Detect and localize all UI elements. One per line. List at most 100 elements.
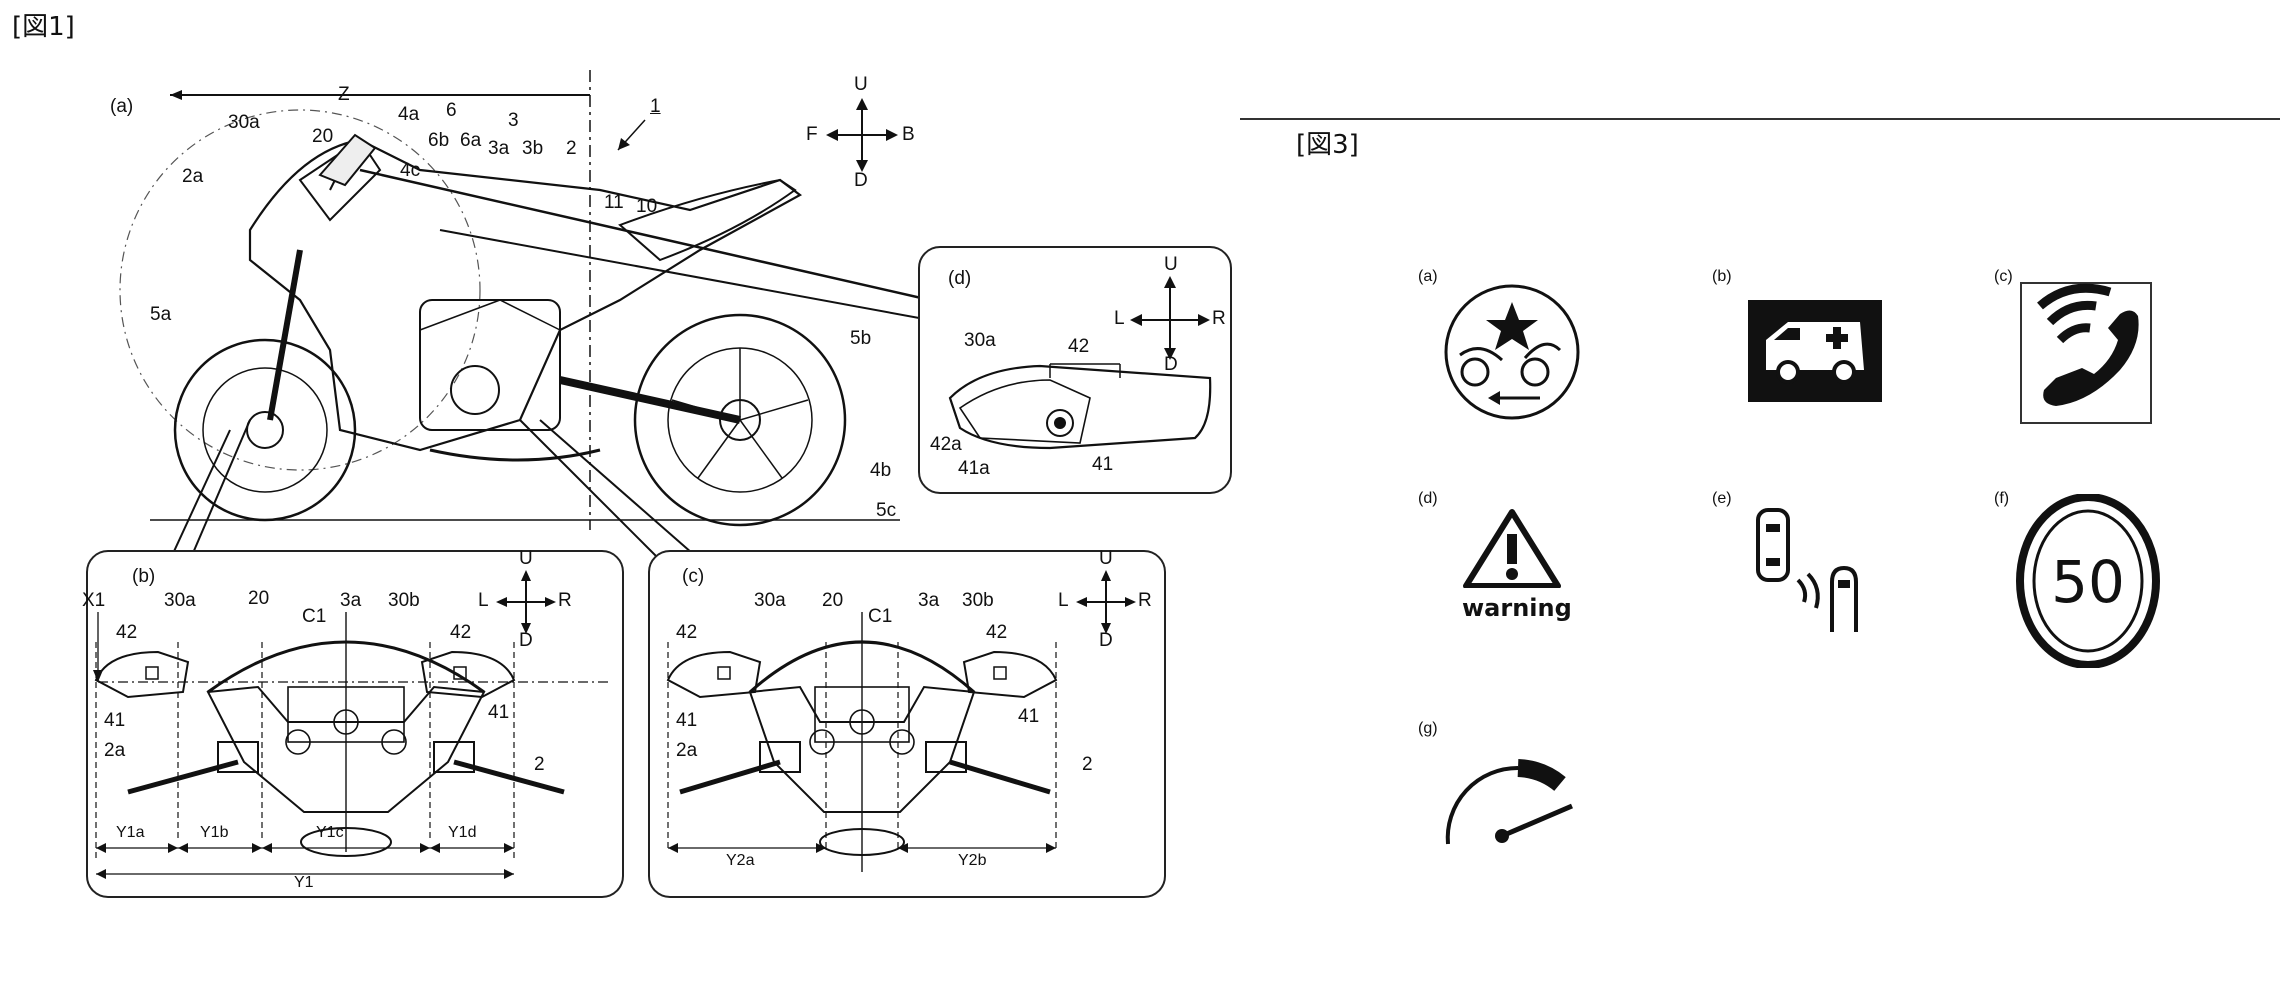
icon-f-tag: (f) xyxy=(1994,490,2010,507)
direction-right-label: R xyxy=(1138,590,1152,611)
label-41-right: 41 xyxy=(1018,706,1040,727)
label-41-left: 41 xyxy=(104,710,126,731)
label-y1: Y1 xyxy=(294,874,314,891)
label-5b: 5b xyxy=(850,328,872,349)
label-6a: 6a xyxy=(460,130,482,151)
label-2: 2 xyxy=(1082,754,1093,775)
label-c1: C1 xyxy=(868,606,893,627)
direction-down-label: D xyxy=(1164,354,1178,375)
icon-d-tag: (d) xyxy=(1418,490,1438,507)
label-5c: 5c xyxy=(876,500,897,521)
label-41-right: 41 xyxy=(488,702,510,723)
label-y2a: Y2a xyxy=(726,852,755,869)
label-x1: X1 xyxy=(82,590,106,611)
label-6: 6 xyxy=(446,100,457,121)
label-y1a: Y1a xyxy=(116,824,145,841)
panel-a-tag: (a) xyxy=(110,96,134,117)
figure1-panel-b: (b) xyxy=(82,548,624,898)
figure3-title: [図3] xyxy=(1296,130,1359,160)
label-20: 20 xyxy=(312,126,334,147)
label-3a: 3a xyxy=(918,590,940,611)
panel-b-tag: (b) xyxy=(132,566,156,587)
label-2a: 2a xyxy=(104,740,126,761)
warning-caption: warning xyxy=(1462,594,1572,622)
mirror-detail-drawing xyxy=(948,276,1212,450)
label-2: 2 xyxy=(534,754,545,775)
panel-d-tag: (d) xyxy=(948,268,972,289)
warning-icon xyxy=(1463,509,1561,588)
label-41a: 41a xyxy=(958,458,990,479)
direction-down-label: D xyxy=(854,170,868,191)
label-6b: 6b xyxy=(428,130,450,151)
label-4b: 4b xyxy=(870,460,892,481)
direction-up-label: U xyxy=(1164,254,1178,275)
label-42-left: 42 xyxy=(676,622,698,643)
label-20: 20 xyxy=(248,588,270,609)
label-41: 41 xyxy=(1092,454,1114,475)
direction-down-label: D xyxy=(519,630,533,651)
motorcycle-side-view xyxy=(119,70,931,560)
label-11: 11 xyxy=(604,192,624,213)
direction-front-label: F xyxy=(806,124,818,145)
direction-up-label: U xyxy=(1099,548,1113,569)
label-5a: 5a xyxy=(150,304,172,325)
label-c1: C1 xyxy=(302,606,327,627)
figure1-panel-d: (d) 30a 42 42a 41a 41 U D L R xyxy=(918,246,1232,494)
label-30a: 30a xyxy=(964,330,996,351)
label-2a: 2a xyxy=(676,740,698,761)
icon-g-tag: (g) xyxy=(1418,720,1438,737)
label-4c: 4c xyxy=(400,160,421,181)
label-30b: 30b xyxy=(962,590,994,611)
label-y1c: Y1c xyxy=(316,824,344,841)
label-42-left: 42 xyxy=(116,622,138,643)
icon-a-tag: (a) xyxy=(1418,268,1438,285)
label-42-right: 42 xyxy=(986,622,1008,643)
speed-limit-sign-icon xyxy=(2016,494,2160,668)
figure1-panel-a: (a) xyxy=(0,0,1240,560)
label-3a: 3a xyxy=(488,138,510,159)
label-z: Z xyxy=(338,84,350,105)
speed-limit-value: 50 xyxy=(2051,548,2125,616)
speedometer-icon xyxy=(1445,759,1573,845)
label-30a: 30a xyxy=(228,112,260,133)
label-30b: 30b xyxy=(388,590,420,611)
phone-call-icon xyxy=(2020,282,2152,424)
label-y1d: Y1d xyxy=(448,824,477,841)
figure1-panel-c: (c) xyxy=(648,548,1166,898)
collision-warning-icon xyxy=(1444,284,1580,420)
label-42: 42 xyxy=(1068,336,1090,357)
label-2: 2 xyxy=(566,138,577,159)
label-41-left: 41 xyxy=(676,710,698,731)
label-30a: 30a xyxy=(164,590,196,611)
figure1-title: [図1] xyxy=(12,12,75,42)
ambulance-icon xyxy=(1748,300,1882,402)
label-10: 10 xyxy=(636,196,658,217)
label-42a: 42a xyxy=(930,434,962,455)
panel-c-tag: (c) xyxy=(682,566,705,587)
direction-back-label: B xyxy=(902,124,915,145)
figure-divider xyxy=(1240,118,2280,120)
label-1: 1 xyxy=(650,96,661,117)
front-view-drawing-b xyxy=(93,570,612,879)
icon-e-tag: (e) xyxy=(1712,490,1732,507)
icon-c-tag: (c) xyxy=(1994,268,2013,285)
label-20: 20 xyxy=(822,590,844,611)
label-42-right: 42 xyxy=(450,622,472,643)
direction-down-label: D xyxy=(1099,630,1113,651)
icon-b-tag: (b) xyxy=(1712,268,1732,285)
direction-right-label: R xyxy=(1212,308,1226,329)
direction-left-label: L xyxy=(1058,590,1069,611)
label-2a: 2a xyxy=(182,166,204,187)
front-view-drawing-c xyxy=(666,570,1136,872)
direction-up-label: U xyxy=(519,548,533,569)
vehicle-proximity-icon xyxy=(1756,508,1858,632)
label-y2b: Y2b xyxy=(958,852,987,869)
direction-right-label: R xyxy=(558,590,572,611)
label-3: 3 xyxy=(508,110,519,131)
direction-left-label: L xyxy=(1114,308,1125,329)
label-y1b: Y1b xyxy=(200,824,229,841)
direction-up-label: U xyxy=(854,74,868,95)
label-3b: 3b xyxy=(522,138,544,159)
label-3a: 3a xyxy=(340,590,362,611)
label-4a: 4a xyxy=(398,104,420,125)
